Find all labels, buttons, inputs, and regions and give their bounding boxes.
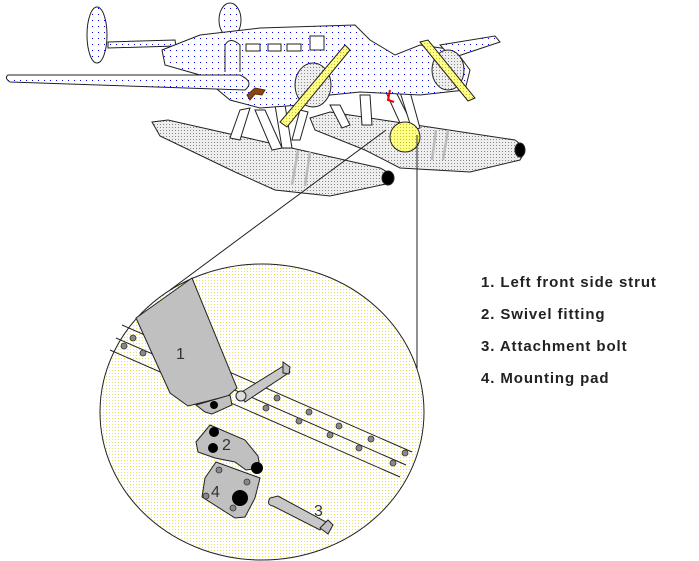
red-marker	[386, 89, 395, 103]
part-4-mounting-pad	[201, 461, 261, 519]
propeller-left	[279, 44, 351, 128]
callout-3: 3	[314, 503, 323, 520]
propeller-right	[419, 39, 476, 102]
left-wing	[5, 74, 250, 91]
callout-4: 4	[211, 484, 220, 501]
horizontal-stabilizer	[107, 39, 177, 49]
legend-item-swivel-fitting: 2. Swivel fitting	[481, 306, 606, 323]
parts-legend: 1. Left front side strut 2. Swivel fitti…	[481, 272, 657, 400]
door	[224, 40, 241, 72]
legend-item-attachment-bolt: 3. Attachment bolt	[481, 338, 628, 355]
legend-item-strut: 1. Left front side strut	[481, 274, 657, 291]
tail-fin-left	[86, 6, 108, 64]
rail-rivets	[120, 334, 409, 467]
float-nose-right	[514, 142, 526, 158]
exhaust-pipe	[246, 87, 266, 101]
leader-line-diagonal	[169, 129, 387, 291]
swivel-highlight	[389, 121, 421, 153]
detail-view: 1 2 3 4	[99, 263, 425, 561]
aircraft	[5, 2, 526, 197]
legend-item-mounting-pad: 4. Mounting pad	[481, 370, 610, 387]
callout-1: 1	[176, 346, 185, 363]
callout-2: 2	[222, 437, 231, 454]
float-nose-left	[381, 170, 395, 186]
